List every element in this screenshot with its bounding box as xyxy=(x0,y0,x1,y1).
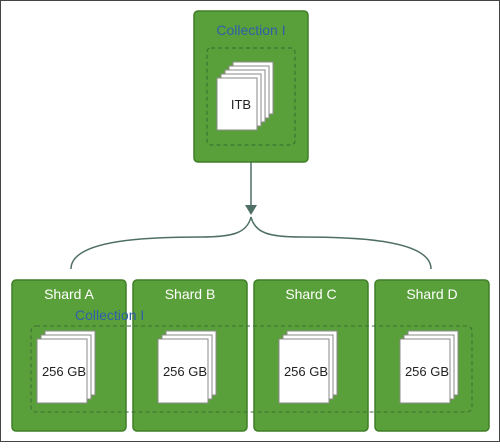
collection-document-stack-icon xyxy=(216,61,274,131)
collection-title: Collection I xyxy=(216,22,285,38)
stack-page-front xyxy=(216,77,258,131)
collection-box: Collection I ITB xyxy=(193,10,309,163)
stack-page-front xyxy=(278,338,330,404)
shard-size: 256 GB xyxy=(163,364,207,379)
stack-page-front xyxy=(399,338,451,404)
curly-brace-connector xyxy=(70,216,432,270)
shard-document-stack-icon xyxy=(157,330,217,404)
shard-box: Shard C 256 GB xyxy=(253,279,369,432)
shard-size: 256 GB xyxy=(284,364,328,379)
shard-name: Shard B xyxy=(165,286,216,302)
arrow-head-icon xyxy=(245,205,257,215)
distributed-collection-label: Collection I xyxy=(75,307,144,323)
shard-box: Shard B 256 GB xyxy=(132,279,248,432)
stack-page-front xyxy=(36,338,88,404)
shard-size: 256 GB xyxy=(42,364,86,379)
shard-name: Shard D xyxy=(406,286,457,302)
shard-document-stack-icon xyxy=(399,330,459,404)
shard-size: 256 GB xyxy=(405,364,449,379)
distributed-collection-outline xyxy=(30,325,473,413)
collection-dashed-outline xyxy=(206,47,296,146)
shard-document-stack-icon xyxy=(36,330,96,404)
collection-size-label: ITB xyxy=(231,97,251,112)
shard-box: Shard A 256 GB xyxy=(11,279,127,432)
shard-document-stack-icon xyxy=(278,330,338,404)
shard-box: Shard D 256 GB xyxy=(374,279,490,432)
shard-name: Shard A xyxy=(44,286,94,302)
split-arrow xyxy=(245,162,257,215)
stack-page-front xyxy=(157,338,209,404)
shard-name: Shard C xyxy=(285,286,336,302)
